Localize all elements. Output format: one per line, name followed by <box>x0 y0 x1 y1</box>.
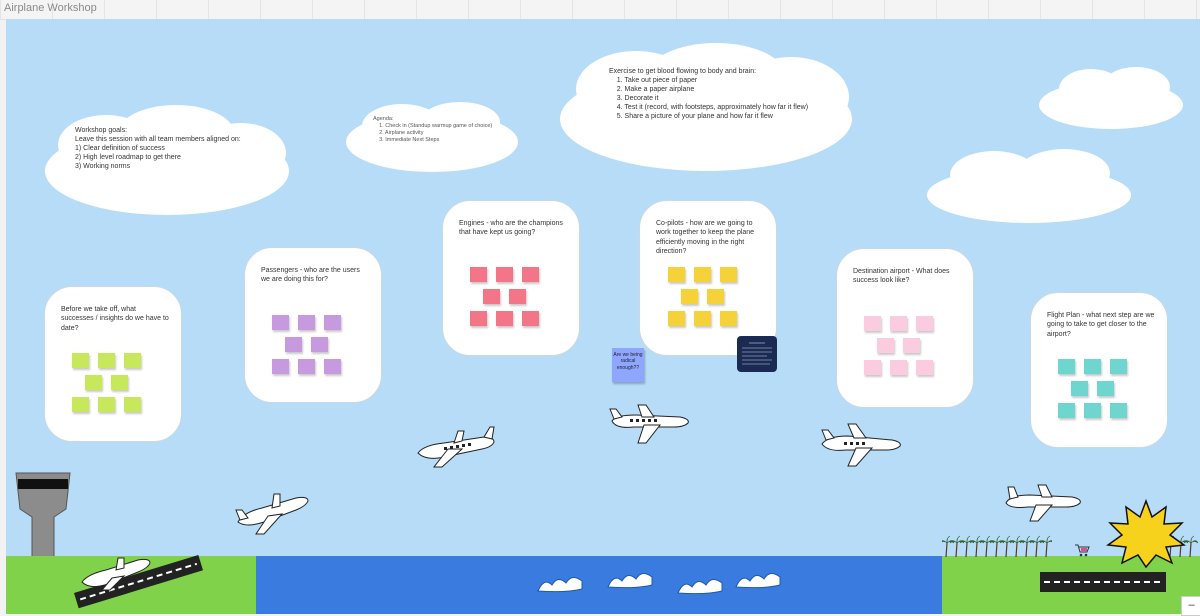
sticky-note[interactable] <box>1058 359 1075 374</box>
agenda-text: Agenda: 1. Check in (Standup warmup game… <box>373 116 493 144</box>
wave-icon <box>677 579 723 595</box>
sticky-note[interactable] <box>707 289 724 304</box>
sticky-note[interactable] <box>272 359 289 374</box>
sticky-note[interactable] <box>890 360 907 375</box>
card-flight-plan-text: Flight Plan - what next step are we goin… <box>1047 312 1155 338</box>
board-title[interactable]: Airplane Workshop <box>4 2 97 14</box>
sticky-note[interactable] <box>1084 359 1101 374</box>
zoom-out-button[interactable]: – <box>1181 596 1200 616</box>
sticky-note[interactable] <box>1084 403 1101 418</box>
sticky-note[interactable] <box>509 289 526 304</box>
navy-sticky-note[interactable] <box>737 336 777 372</box>
sticky-note[interactable] <box>890 316 907 331</box>
wave-icon <box>537 577 583 593</box>
sticky-note[interactable] <box>668 267 685 282</box>
shopping-cart-icon <box>1075 544 1090 557</box>
card-destination-text: Destination airport - What does success … <box>853 268 950 285</box>
airplane-icon[interactable] <box>78 552 154 592</box>
sticky-note[interactable] <box>496 311 513 326</box>
sticky-note[interactable] <box>98 397 115 412</box>
sticky-note[interactable] <box>694 267 711 282</box>
airplane-icon[interactable] <box>818 420 906 468</box>
sticky-note[interactable] <box>470 267 487 282</box>
airplane-icon[interactable] <box>608 401 694 447</box>
wave-icon <box>735 573 781 589</box>
card-passengers-text: Passengers - who are the users we are do… <box>261 267 360 284</box>
sticky-note[interactable] <box>1058 403 1075 418</box>
sticky-note[interactable] <box>522 267 539 282</box>
sticky-note[interactable] <box>324 315 341 330</box>
sticky-note[interactable] <box>1110 403 1127 418</box>
sticky-note[interactable] <box>694 311 711 326</box>
top-bar: Airplane Workshop <box>0 0 1200 20</box>
sticky-note[interactable] <box>864 316 881 331</box>
airplane-icon[interactable] <box>232 484 312 536</box>
sticky-note[interactable] <box>1071 381 1088 396</box>
card-passengers[interactable]: Passengers - who are the users we are do… <box>244 247 382 403</box>
wave-icon <box>607 573 653 589</box>
grid-lines <box>0 0 1200 19</box>
exercise-cloud[interactable] <box>556 39 856 179</box>
sticky-note[interactable] <box>98 353 115 368</box>
exercise-text: Exercise to get blood flowing to body an… <box>609 68 809 121</box>
sticky-note[interactable] <box>470 311 487 326</box>
sticky-note[interactable] <box>496 267 513 282</box>
sticky-note[interactable] <box>285 337 302 352</box>
whiteboard-canvas[interactable]: Workshop goals: Leave this session with … <box>6 19 1200 614</box>
sticky-note[interactable] <box>864 360 881 375</box>
sticky-note[interactable] <box>720 311 737 326</box>
sticky-note[interactable] <box>1110 359 1127 374</box>
sticky-note[interactable] <box>85 375 102 390</box>
goals-text: Workshop goals: Leave this session with … <box>75 127 241 171</box>
sun-icon <box>1106 499 1186 569</box>
sticky-note[interactable] <box>916 360 933 375</box>
sticky-note[interactable] <box>903 338 920 353</box>
sticky-note[interactable] <box>72 353 89 368</box>
sticky-note[interactable] <box>298 315 315 330</box>
goals-cloud[interactable] <box>36 103 298 223</box>
sticky-note[interactable] <box>877 338 894 353</box>
card-copilots-text: Co-pilots - how are we going to work tog… <box>656 220 755 256</box>
sticky-note[interactable] <box>72 397 89 412</box>
sticky-note[interactable] <box>272 315 289 330</box>
airplane-icon[interactable] <box>1002 479 1084 525</box>
sticky-note[interactable] <box>124 397 141 412</box>
sticky-note[interactable] <box>111 375 128 390</box>
sticky-note[interactable] <box>483 289 500 304</box>
sticky-note[interactable] <box>324 359 341 374</box>
right-runway <box>1040 572 1166 592</box>
radical-sticky-note[interactable]: Are we being radical enough?? <box>612 348 644 382</box>
runway-markings <box>1044 581 1162 583</box>
water <box>256 556 942 614</box>
sticky-note[interactable] <box>668 311 685 326</box>
sticky-note[interactable] <box>916 316 933 331</box>
sticky-note[interactable] <box>1097 381 1114 396</box>
sticky-note[interactable] <box>311 337 328 352</box>
sticky-note[interactable] <box>124 353 141 368</box>
decor-cloud-right[interactable] <box>924 139 1134 229</box>
navy-note-scribble-icon <box>742 342 772 365</box>
sticky-note[interactable] <box>681 289 698 304</box>
card-engines-text: Engines - who are the champions that hav… <box>459 220 563 237</box>
sticky-note[interactable] <box>298 359 315 374</box>
decor-cloud-top-right[interactable] <box>1036 61 1186 133</box>
sticky-note[interactable] <box>720 267 737 282</box>
card-before-takeoff-text: Before we take off, what successes / ins… <box>61 306 169 332</box>
agenda-cloud[interactable] <box>342 98 522 176</box>
sticky-note[interactable] <box>522 311 539 326</box>
airplane-icon[interactable] <box>414 423 498 469</box>
palm-trees-icon <box>942 535 1052 557</box>
